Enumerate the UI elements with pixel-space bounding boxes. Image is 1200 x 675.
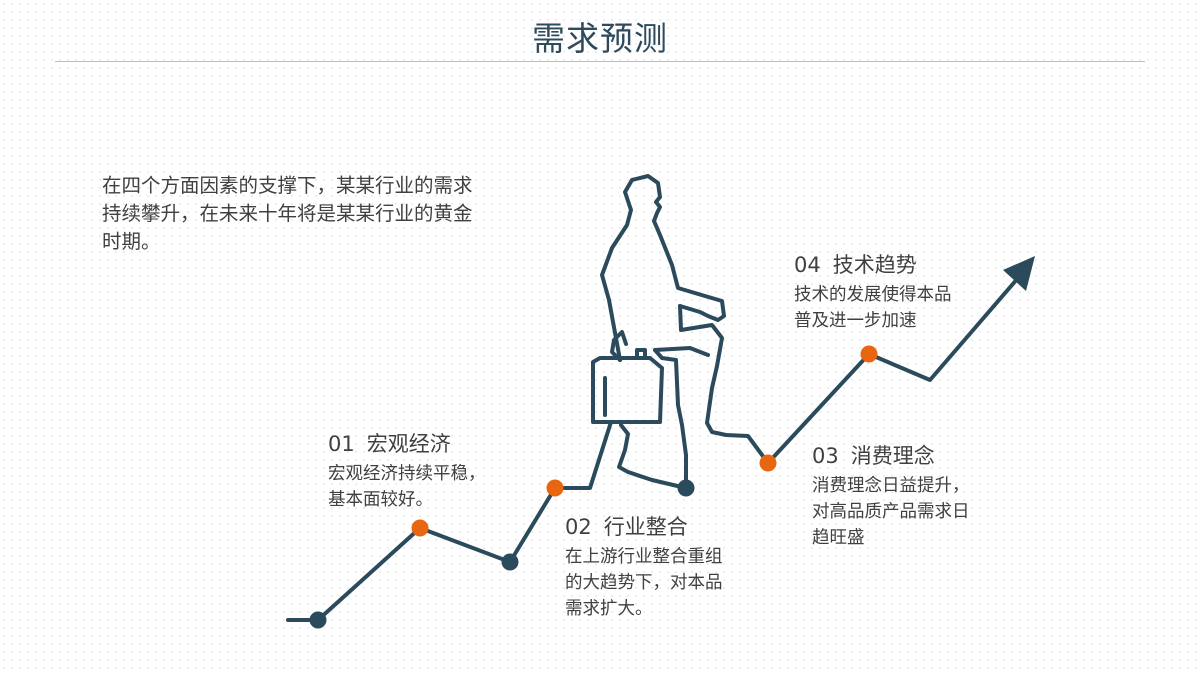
factor-desc-line: 宏观经济持续平稳， — [328, 464, 486, 484]
factor-number: 03 — [812, 444, 839, 468]
factor-description: 宏观经济持续平稳， 基本面较好。 — [328, 461, 486, 513]
factor-01: 01 宏观经济 宏观经济持续平稳， 基本面较好。 — [328, 430, 486, 513]
factor-desc-line: 在上游行业整合重组 — [565, 547, 723, 567]
factor-03: 03 消费理念 消费理念日益提升， 对高品质产品需求日 趋旺盛 — [812, 442, 970, 551]
growth-line-upper — [766, 276, 1020, 465]
page-title: 需求预测 — [532, 19, 668, 58]
intro-text: 在四个方面因素的支撑下，某某行业的需求持续攀升，在未来十年将是某某行业的黄金时期… — [102, 174, 473, 253]
factor-desc-line: 基本面较好。 — [328, 490, 433, 510]
growth-line — [286, 420, 613, 622]
factor-desc-line: 趋旺盛 — [812, 528, 865, 548]
dot-factor-01 — [411, 519, 429, 537]
factor-desc-line: 需求扩大。 — [565, 599, 653, 619]
factor-title: 行业整合 — [603, 515, 688, 539]
factor-heading: 01 宏观经济 — [328, 430, 486, 458]
factor-desc-line: 消费理念日益提升， — [812, 476, 970, 496]
dot-factor-03 — [759, 454, 777, 472]
factor-04: 04 技术趋势 技术的发展使得本品 普及进一步加速 — [794, 251, 952, 334]
factor-heading: 04 技术趋势 — [794, 251, 952, 279]
businessman-with-briefcase-climbing-icon — [591, 174, 770, 490]
dot-factor-02 — [546, 479, 564, 497]
dot-dip-1 — [501, 553, 519, 571]
factor-number: 01 — [328, 432, 355, 456]
arrow-head-icon — [1003, 256, 1035, 291]
factor-number: 02 — [565, 515, 592, 539]
factor-number: 04 — [794, 253, 821, 277]
factor-description: 在上游行业整合重组 的大趋势下，对本品 需求扩大。 — [565, 544, 723, 622]
factor-title: 消费理念 — [850, 444, 935, 468]
dot-start — [309, 611, 327, 629]
factor-desc-line: 普及进一步加速 — [794, 311, 917, 331]
factor-02: 02 行业整合 在上游行业整合重组 的大趋势下，对本品 需求扩大。 — [565, 513, 723, 622]
factor-description: 消费理念日益提升， 对高品质产品需求日 趋旺盛 — [812, 473, 970, 551]
factor-desc-line: 的大趋势下，对本品 — [565, 573, 723, 593]
factor-desc-line: 对高品质产品需求日 — [812, 502, 970, 522]
dot-foot — [677, 479, 695, 497]
dot-factor-04 — [860, 345, 878, 363]
factor-desc-line: 技术的发展使得本品 — [794, 285, 952, 305]
factor-heading: 03 消费理念 — [812, 442, 970, 470]
factor-heading: 02 行业整合 — [565, 513, 723, 541]
factor-title: 技术趋势 — [832, 253, 917, 277]
factor-title: 宏观经济 — [366, 432, 451, 456]
factor-description: 技术的发展使得本品 普及进一步加速 — [794, 282, 952, 334]
title-divider — [55, 61, 1145, 62]
